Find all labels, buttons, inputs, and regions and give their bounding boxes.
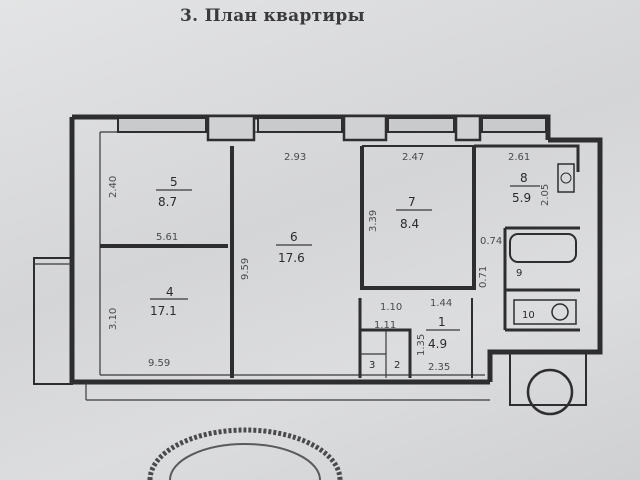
dim-room6-height: 9.59 bbox=[240, 258, 251, 280]
toilet-icon bbox=[551, 303, 569, 321]
dim-bath-b: 0.71 bbox=[478, 266, 489, 288]
stamp bbox=[147, 427, 343, 480]
room-4-area: 17.1 bbox=[150, 304, 177, 318]
dim-room4-height: 3.10 bbox=[108, 308, 119, 330]
window-3 bbox=[387, 117, 455, 133]
wall-room-8-top bbox=[474, 144, 580, 172]
room-7-number: 7 bbox=[408, 195, 416, 209]
plan-title: 3. План квартиры bbox=[180, 6, 365, 26]
dim-room7-width: 2.47 bbox=[402, 152, 424, 163]
dim-corridor-b: 1.44 bbox=[430, 298, 452, 309]
dim-corridor-d: 1.11 bbox=[374, 320, 396, 331]
stair-landing bbox=[509, 352, 587, 406]
room-10-number: 10 bbox=[522, 310, 535, 321]
room-2-number: 2 bbox=[394, 360, 400, 371]
dim-room5-height: 2.40 bbox=[108, 176, 119, 198]
window-4 bbox=[481, 117, 547, 133]
dim-corridor-a: 1.10 bbox=[380, 302, 402, 313]
room-1-area: 4.9 bbox=[428, 337, 447, 351]
stove-burner-icon bbox=[560, 172, 572, 184]
dimension-labels: 2.40 2.93 2.47 2.61 5.61 3.10 9.59 9.59 … bbox=[108, 152, 551, 373]
pillar-3 bbox=[454, 114, 482, 142]
pillar-1 bbox=[206, 114, 256, 142]
room-5-area: 8.7 bbox=[158, 195, 177, 209]
interior-walls bbox=[100, 144, 580, 378]
room-5-number: 5 bbox=[170, 175, 178, 189]
dim-bath-a: 0.74 bbox=[480, 236, 502, 247]
stamp-inner-arc bbox=[169, 443, 321, 480]
dim-room4-width: 9.59 bbox=[148, 358, 170, 369]
dim-room8-width: 2.61 bbox=[508, 152, 530, 163]
dim-room8-height: 2.05 bbox=[540, 184, 551, 206]
dim-room6-width: 2.93 bbox=[284, 152, 306, 163]
bathtub-icon bbox=[509, 233, 577, 263]
stair-well-icon bbox=[526, 368, 574, 416]
room-1-number: 1 bbox=[438, 315, 446, 329]
outer-wall-right bbox=[487, 137, 603, 382]
room-labels: 5 8.7 4 17.1 6 17.6 7 8.4 8 5.9 1 4.9 2 … bbox=[150, 171, 540, 371]
wall-closet bbox=[360, 328, 412, 378]
balcony-outline bbox=[33, 257, 73, 385]
dim-room5-width: 5.61 bbox=[156, 232, 178, 243]
windows bbox=[117, 114, 547, 142]
room-8-area: 5.9 bbox=[512, 191, 531, 205]
pillar-2 bbox=[342, 114, 388, 142]
wall-room-7 bbox=[360, 146, 476, 290]
window-2 bbox=[257, 117, 343, 133]
room-8-number: 8 bbox=[520, 171, 528, 185]
room-6-number: 6 bbox=[290, 230, 298, 244]
stamp-arc bbox=[147, 427, 343, 480]
fixtures bbox=[509, 163, 587, 416]
room-4-number: 4 bbox=[166, 285, 174, 299]
room-7-area: 8.4 bbox=[400, 217, 419, 231]
sink-icon bbox=[513, 299, 577, 325]
stove-icon bbox=[557, 163, 575, 193]
dim-room7-height: 3.39 bbox=[368, 210, 379, 232]
room-6-area: 17.6 bbox=[278, 251, 305, 265]
dim-corridor-c: 2.35 bbox=[428, 362, 450, 373]
balcony bbox=[33, 257, 73, 385]
window-1 bbox=[117, 117, 207, 133]
room-9-number: 9 bbox=[516, 268, 522, 279]
room-3-number: 3 bbox=[369, 360, 375, 371]
dim-corridor-e: 1.35 bbox=[416, 334, 427, 356]
